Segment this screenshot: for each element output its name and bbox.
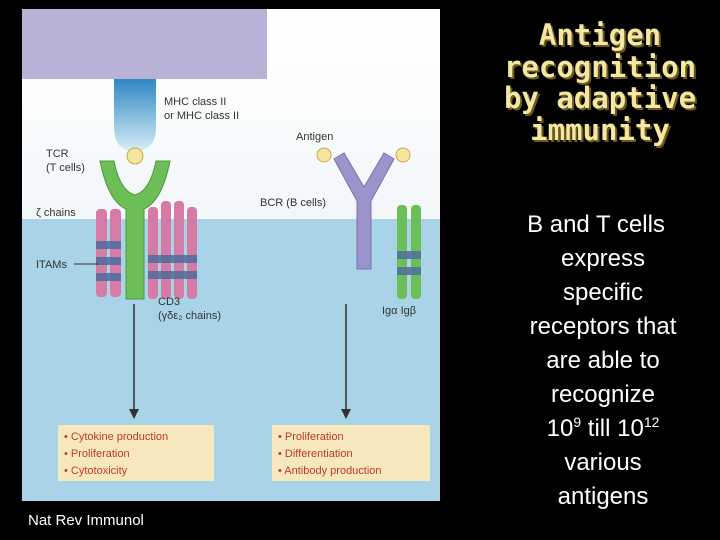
cd3-label-line1: CD3 xyxy=(158,296,180,308)
body-line-5: are able to xyxy=(546,347,660,374)
b-outcome-3: • Antibody production xyxy=(278,465,382,477)
slide-title: Antigen recognition by adaptive immunity xyxy=(500,18,700,147)
body-line-1: B and T cells xyxy=(527,211,665,238)
signal-arrow-t-cell xyxy=(129,304,139,419)
t-outcome-2: • Proliferation xyxy=(64,448,130,460)
tcr-label-line1: TCR xyxy=(46,148,69,160)
range-mid: till xyxy=(581,415,618,442)
body-line-range: 109 till 1012 xyxy=(498,412,694,446)
ig-alpha-beta-label: Igα Igβ xyxy=(382,305,416,317)
range-base-2: 10 xyxy=(617,415,644,442)
mhc-label-line2: or MHC class II xyxy=(164,110,239,122)
bcr-label: BCR (B cells) xyxy=(260,197,326,209)
range-exponent-2: 12 xyxy=(643,414,660,430)
body-line-4: receptors that xyxy=(529,313,677,340)
body-line-6: recognize xyxy=(550,381,656,408)
peptide-antigen xyxy=(126,147,144,165)
range-base-1: 10 xyxy=(546,415,574,442)
title-line-3: by adaptive xyxy=(503,81,697,115)
antigen-presenting-cell xyxy=(22,9,267,79)
t-outcome-1: • Cytokine production xyxy=(64,431,168,443)
zeta-chains-label: ζ chains xyxy=(36,207,76,219)
body-line-2: express xyxy=(560,245,646,272)
t-cell-outcomes-box xyxy=(58,425,214,481)
tcr-label-line2: (T cells) xyxy=(46,162,85,174)
antigen-recognition-diagram: MHC class II or MHC class II TCR (T cell… xyxy=(22,9,440,501)
antigen-label: Antigen xyxy=(296,131,333,143)
bcr-receptor xyxy=(333,152,395,270)
body-line-9: antigens xyxy=(557,483,649,510)
itam-bands xyxy=(96,241,197,281)
t-outcome-3: • Cytotoxicity xyxy=(64,465,128,477)
mhc-molecule xyxy=(114,79,156,151)
b-cell-outcomes-box xyxy=(272,425,430,481)
tcr-receptor xyxy=(99,160,171,300)
title-line-1: Antigen xyxy=(538,18,662,52)
range-exponent-1: 9 xyxy=(573,414,582,430)
mhc-label-line1: MHC class II xyxy=(164,96,226,108)
cd3-label-line2: (γδε₂ chains) xyxy=(158,310,221,322)
slide-body-text: B and T cells express specific receptors… xyxy=(498,208,694,514)
signal-arrow-b-cell xyxy=(341,304,351,419)
body-line-3: specific xyxy=(562,279,644,306)
antigen-molecule-left xyxy=(316,147,332,163)
antigen-molecule-right xyxy=(395,147,411,163)
title-line-4: immunity xyxy=(530,112,670,147)
source-credit: Nat Rev Immunol xyxy=(28,512,144,529)
ig-alpha-beta xyxy=(397,205,421,299)
body-line-8: various xyxy=(564,449,642,476)
title-line-2: recognition xyxy=(503,49,697,84)
b-outcome-2: • Differentiation xyxy=(278,448,353,460)
itams-label: ITAMs xyxy=(36,259,67,271)
b-outcome-1: • Proliferation xyxy=(278,431,344,443)
